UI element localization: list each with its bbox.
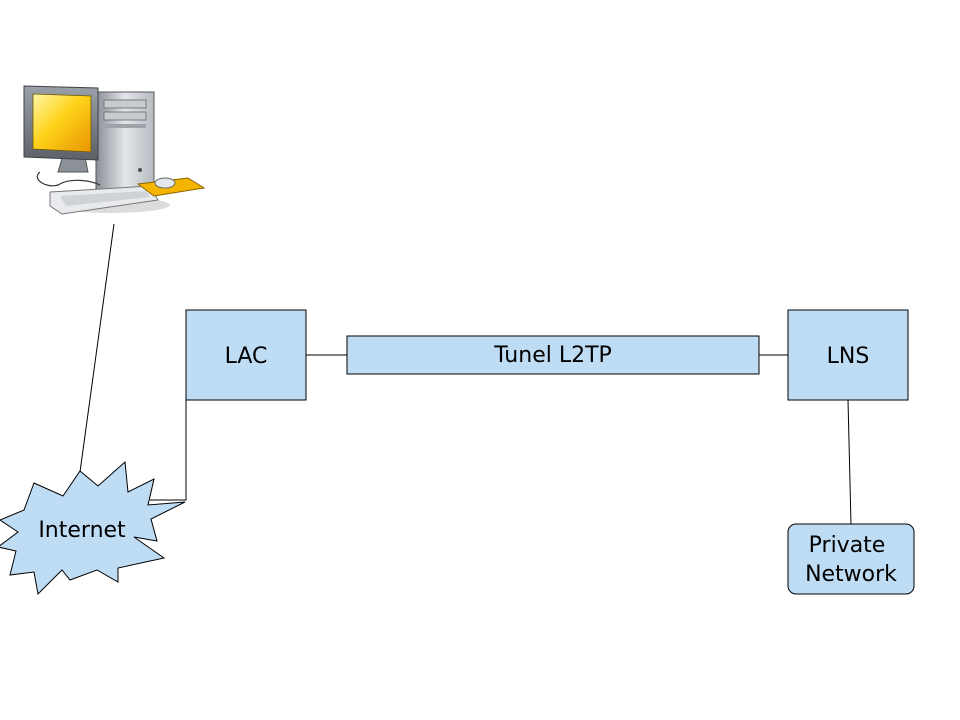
internet-node: Internet	[0, 460, 186, 596]
computer-to-internet-link	[79, 223, 115, 473]
desktop-computer-icon	[23, 85, 206, 215]
private-network-box	[787, 523, 915, 595]
internet-to-lac-link	[150, 400, 187, 501]
internet-starburst-shape	[0, 460, 186, 596]
tunnel-node: Tunel L2TP	[346, 335, 760, 375]
lns-to-private-network-link	[847, 399, 852, 525]
connections	[79, 223, 852, 525]
lac-node: LAC	[185, 309, 307, 401]
private-network-node: Private Network	[787, 523, 915, 595]
tunnel-label: Tunel L2TP	[493, 343, 612, 368]
lns-box	[787, 309, 909, 401]
lns-label: LNS	[827, 344, 870, 369]
internet-label: Internet	[38, 518, 126, 543]
private-network-label-line2: Network	[805, 562, 897, 587]
tunnel-bar	[346, 335, 760, 375]
lac-label: LAC	[225, 344, 268, 369]
lns-node: LNS	[787, 309, 909, 401]
private-network-label-line1: Private	[809, 533, 886, 558]
lac-box	[185, 309, 307, 401]
